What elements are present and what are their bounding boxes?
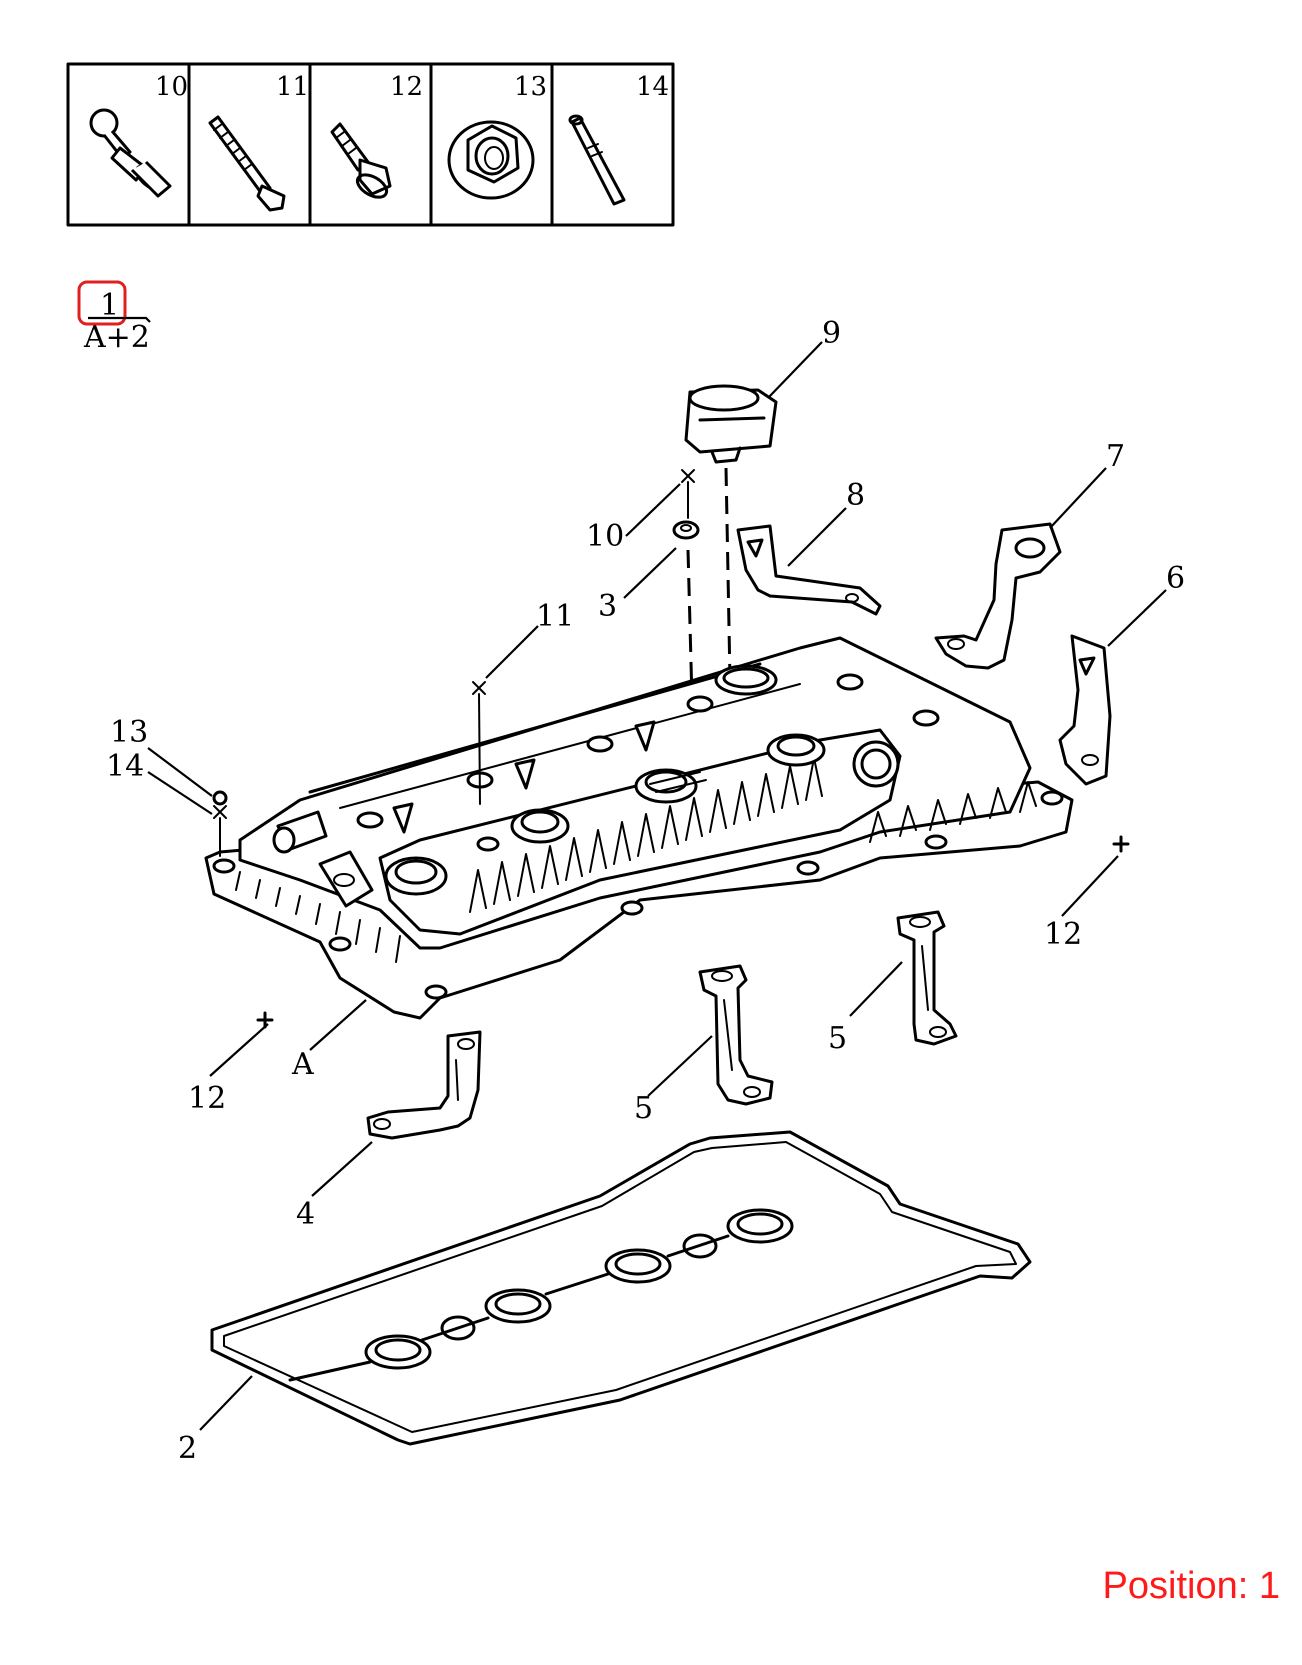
bracket-5-right <box>896 910 958 1046</box>
callout-10: 10 <box>586 519 624 554</box>
pcv-valve-icon <box>89 108 172 198</box>
assembly-reference-sub: A+2 <box>83 320 150 355</box>
callout-6: 6 <box>1166 561 1185 596</box>
callout-9: 9 <box>822 316 841 351</box>
fastener-header-table: 10 11 12 13 14 <box>66 62 675 227</box>
bolt-10-mark <box>681 469 695 483</box>
bracket-5-left <box>698 964 774 1106</box>
flange-bolt-icon <box>330 122 392 199</box>
callout-12-right: 12 <box>1044 917 1082 952</box>
assembly-reference: 1 A+2 <box>77 280 151 355</box>
bolt-12-marker-right <box>1112 835 1130 853</box>
callout-5-right: 5 <box>828 1021 847 1056</box>
leader-lines <box>147 341 1167 1431</box>
callout-A: A <box>291 1047 314 1082</box>
bracket-7 <box>934 522 1062 670</box>
callout-11: 11 <box>536 599 574 634</box>
callout-8: 8 <box>846 478 865 513</box>
assembly-reference-number: 1 <box>100 288 119 323</box>
oil-filler-cap <box>684 384 778 464</box>
bolt-12-marker-left <box>256 1011 274 1029</box>
cap-alignment-line <box>724 467 732 681</box>
header-number-10: 10 <box>155 72 188 102</box>
nut-13-marker <box>212 790 228 857</box>
callout-13: 13 <box>110 715 148 750</box>
position-indicator: Position: 1 <box>1102 1565 1280 1607</box>
sealing-washer <box>672 520 700 540</box>
bracket-8 <box>736 524 882 616</box>
callout-2: 2 <box>178 1431 197 1466</box>
valve-cover-body <box>204 636 1074 1020</box>
callout-14: 14 <box>106 749 144 784</box>
callout-5-left: 5 <box>634 1091 653 1126</box>
callout-4: 4 <box>296 1197 315 1232</box>
callout-12-left: 12 <box>188 1081 226 1116</box>
stud-icon <box>568 114 626 206</box>
callout-7: 7 <box>1106 439 1125 474</box>
valve-cover-gasket <box>210 1130 1032 1446</box>
flange-nut-icon <box>447 120 535 200</box>
header-number-12: 12 <box>390 72 423 102</box>
callout-labels: 9 8 7 6 10 3 11 13 14 12 12 A 5 5 4 2 <box>106 316 1185 1466</box>
bracket-4 <box>366 1030 482 1140</box>
header-number-14: 14 <box>636 72 669 102</box>
long-bolt-icon <box>208 115 286 212</box>
header-number-11: 11 <box>276 72 309 102</box>
callout-3: 3 <box>598 589 617 624</box>
reference-highlight-box <box>77 280 127 326</box>
washer-alignment-line <box>686 549 694 701</box>
bolt-11-marker <box>472 681 486 805</box>
header-number-13: 13 <box>514 72 547 102</box>
bracket-6 <box>1058 634 1112 786</box>
